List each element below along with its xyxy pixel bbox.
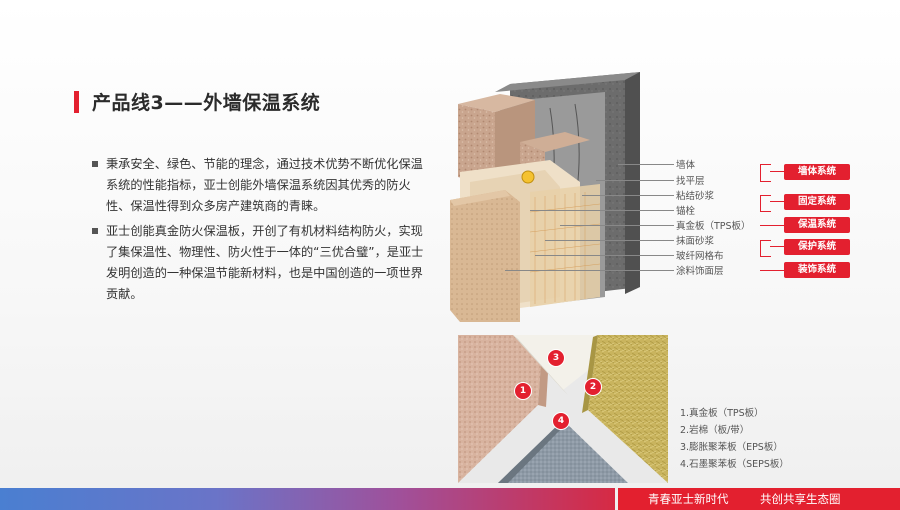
bracket-connector bbox=[770, 171, 784, 172]
leader-line bbox=[560, 225, 674, 226]
bullet-item: 亚士创能真金防火保温板，开创了有机材料结构防火，实现了集保温性、物理性、防火性于… bbox=[92, 221, 432, 305]
system-tag-wall: 墙体系统 bbox=[784, 164, 850, 180]
page-title: 产品线3——外墙保温系统 bbox=[92, 92, 321, 114]
leader-line bbox=[618, 164, 674, 165]
legend-item: 3.膨胀聚苯板（EPS板） bbox=[680, 442, 783, 453]
tps-board-front bbox=[458, 104, 495, 187]
wall-section-illustration bbox=[450, 72, 640, 322]
system-tag-decoration: 装饰系统 bbox=[784, 262, 850, 278]
layer-label: 粘结砂浆 bbox=[676, 191, 715, 202]
material-legend: 1.真金板（TPS板） 2.岩棉（板/带） 3.膨胀聚苯板（EPS板） 4.石墨… bbox=[680, 405, 789, 473]
rockwool-sample bbox=[588, 335, 668, 483]
system-tag-protection: 保护系统 bbox=[784, 239, 850, 255]
legend-item: 4.石墨聚苯板（SEPS板） bbox=[680, 459, 789, 470]
system-bracket bbox=[760, 164, 771, 182]
finish-coat-layer bbox=[450, 190, 520, 322]
bracket-connector bbox=[760, 225, 784, 226]
wall-top-face bbox=[495, 72, 640, 92]
layer-label: 涂料饰面层 bbox=[676, 266, 724, 277]
footer-slogan: 共创共享生态圈 bbox=[760, 492, 841, 506]
system-tag-fixing: 固定系统 bbox=[784, 194, 850, 210]
sample-marker: 3 bbox=[547, 349, 565, 367]
leader-line bbox=[582, 195, 674, 196]
seps-sample bbox=[498, 420, 628, 483]
sample-marker: 1 bbox=[514, 382, 532, 400]
bullet-item: 秉承安全、绿色、节能的理念，通过技术优势不断优化保温系统的性能指标，亚士创能外墙… bbox=[92, 154, 432, 217]
sample-marker: 2 bbox=[584, 378, 602, 396]
bracket-connector bbox=[770, 246, 784, 247]
system-bracket bbox=[760, 240, 771, 257]
system-bracket bbox=[760, 195, 771, 212]
system-tag-insulation: 保温系统 bbox=[784, 217, 850, 233]
bracket-connector bbox=[760, 270, 784, 271]
tps-board-top bbox=[458, 94, 535, 112]
legend-item: 1.真金板（TPS板） bbox=[680, 408, 764, 419]
bullet-list: 秉承安全、绿色、节能的理念，通过技术优势不断优化保温系统的性能指标，亚士创能外墙… bbox=[92, 154, 432, 309]
layer-label: 真金板（TPS板） bbox=[676, 221, 751, 232]
leader-line bbox=[596, 180, 674, 181]
leader-line bbox=[530, 210, 674, 211]
leader-line bbox=[535, 255, 674, 256]
footer-slogan: 青春亚士新时代 bbox=[648, 492, 729, 506]
leader-line bbox=[505, 270, 674, 271]
bracket-connector bbox=[770, 201, 784, 202]
bullet-text: 秉承安全、绿色、节能的理念，通过技术优势不断优化保温系统的性能指标，亚士创能外墙… bbox=[106, 157, 423, 213]
wall-side-face bbox=[625, 72, 640, 294]
layer-label: 墙体 bbox=[676, 160, 696, 171]
sample-marker: 4 bbox=[552, 412, 570, 430]
tps-sample bbox=[458, 335, 543, 483]
bullet-square-icon bbox=[92, 228, 98, 234]
title-accent-bar bbox=[74, 91, 79, 113]
footer-slogan-bar: 青春亚士新时代 共创共享生态圈 bbox=[618, 488, 900, 510]
layer-label: 玻纤网格布 bbox=[676, 251, 724, 262]
layer-label: 找平层 bbox=[676, 176, 705, 187]
legend-item: 2.岩棉（板/带） bbox=[680, 425, 750, 436]
layer-label: 锚栓 bbox=[676, 206, 696, 217]
layer-label: 抹面砂浆 bbox=[676, 236, 715, 247]
leader-line bbox=[545, 240, 674, 241]
bullet-square-icon bbox=[92, 161, 98, 167]
material-samples-illustration bbox=[458, 335, 668, 483]
footer-gradient-bar bbox=[0, 488, 615, 510]
bullet-text: 亚士创能真金防火保温板，开创了有机材料结构防火，实现了集保温性、物理性、防火性于… bbox=[106, 224, 424, 301]
